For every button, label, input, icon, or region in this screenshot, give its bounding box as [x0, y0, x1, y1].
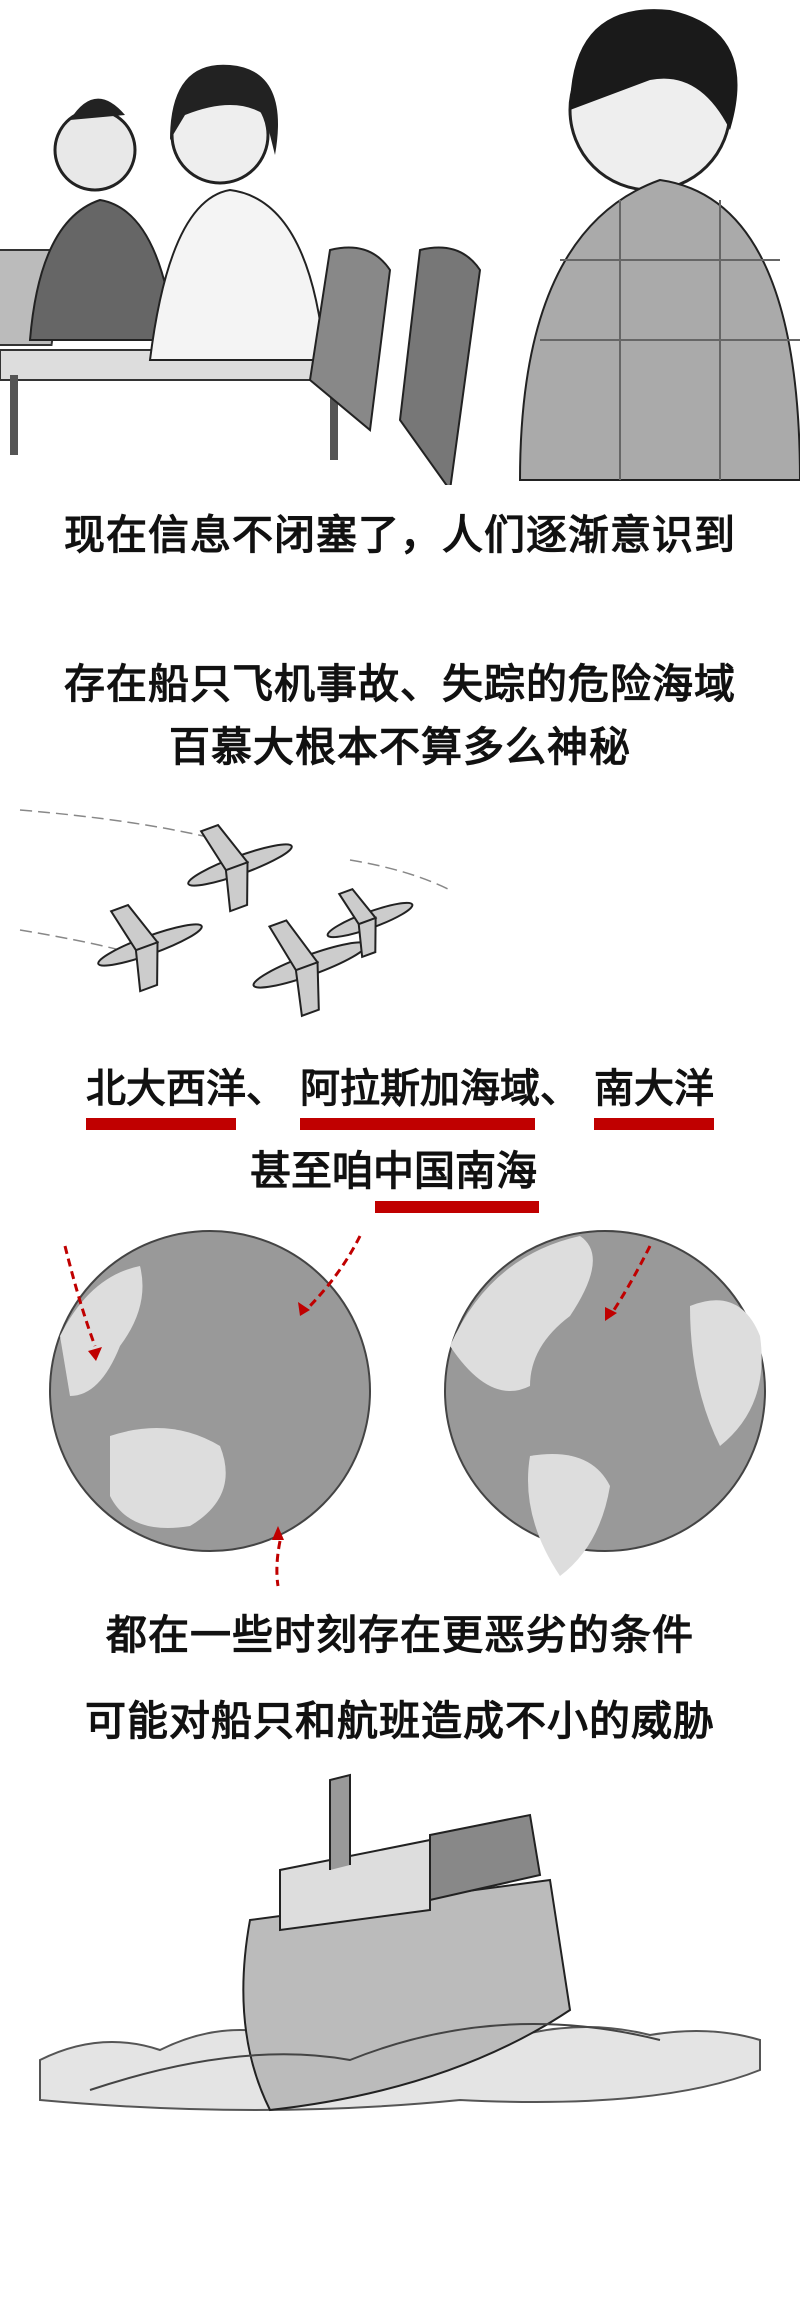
caption-harsh-conditions: 都在一些时刻存在更恶劣的条件: [106, 1611, 694, 1659]
region-alaska-group: 阿拉斯加海域、: [300, 1064, 580, 1130]
regions-line: 北大西洋、 阿拉斯加海域、 南大洋: [0, 1064, 800, 1130]
caption-even: 甚至咱: [250, 1147, 373, 1195]
region-north-atlantic-group: 北大西洋、: [86, 1064, 286, 1130]
region-north-atlantic: 北大西洋、: [86, 1065, 286, 1112]
region-southern-ocean-group: 南大洋: [594, 1064, 714, 1130]
caption-threat: 可能对船只和航班造成不小的威胁: [85, 1697, 715, 1745]
caption-danger-zones: 存在船只飞机事故、失踪的危险海域: [64, 660, 736, 708]
underline-south-china-sea: [375, 1201, 539, 1213]
region-alaska: 阿拉斯加海域、: [300, 1065, 580, 1112]
caption-bermuda: 百慕大根本不算多么神秘: [169, 723, 631, 771]
underline-southern-ocean: [594, 1118, 714, 1130]
globes-illustration: [49, 1230, 766, 1587]
office-illustration: [0, 9, 800, 485]
region-south-china-sea: 中国南海: [373, 1147, 537, 1195]
underline-alaska: [300, 1118, 535, 1130]
ship-illustration: [39, 1773, 761, 2112]
underline-north-atlantic: [86, 1118, 236, 1130]
south-china-sea-line: 甚至咱中国南海: [250, 1146, 537, 1196]
planes-illustration: [19, 809, 451, 1018]
caption-info-open: 现在信息不闭塞了，人们逐渐意识到: [64, 511, 736, 559]
region-southern-ocean: 南大洋: [594, 1065, 714, 1112]
